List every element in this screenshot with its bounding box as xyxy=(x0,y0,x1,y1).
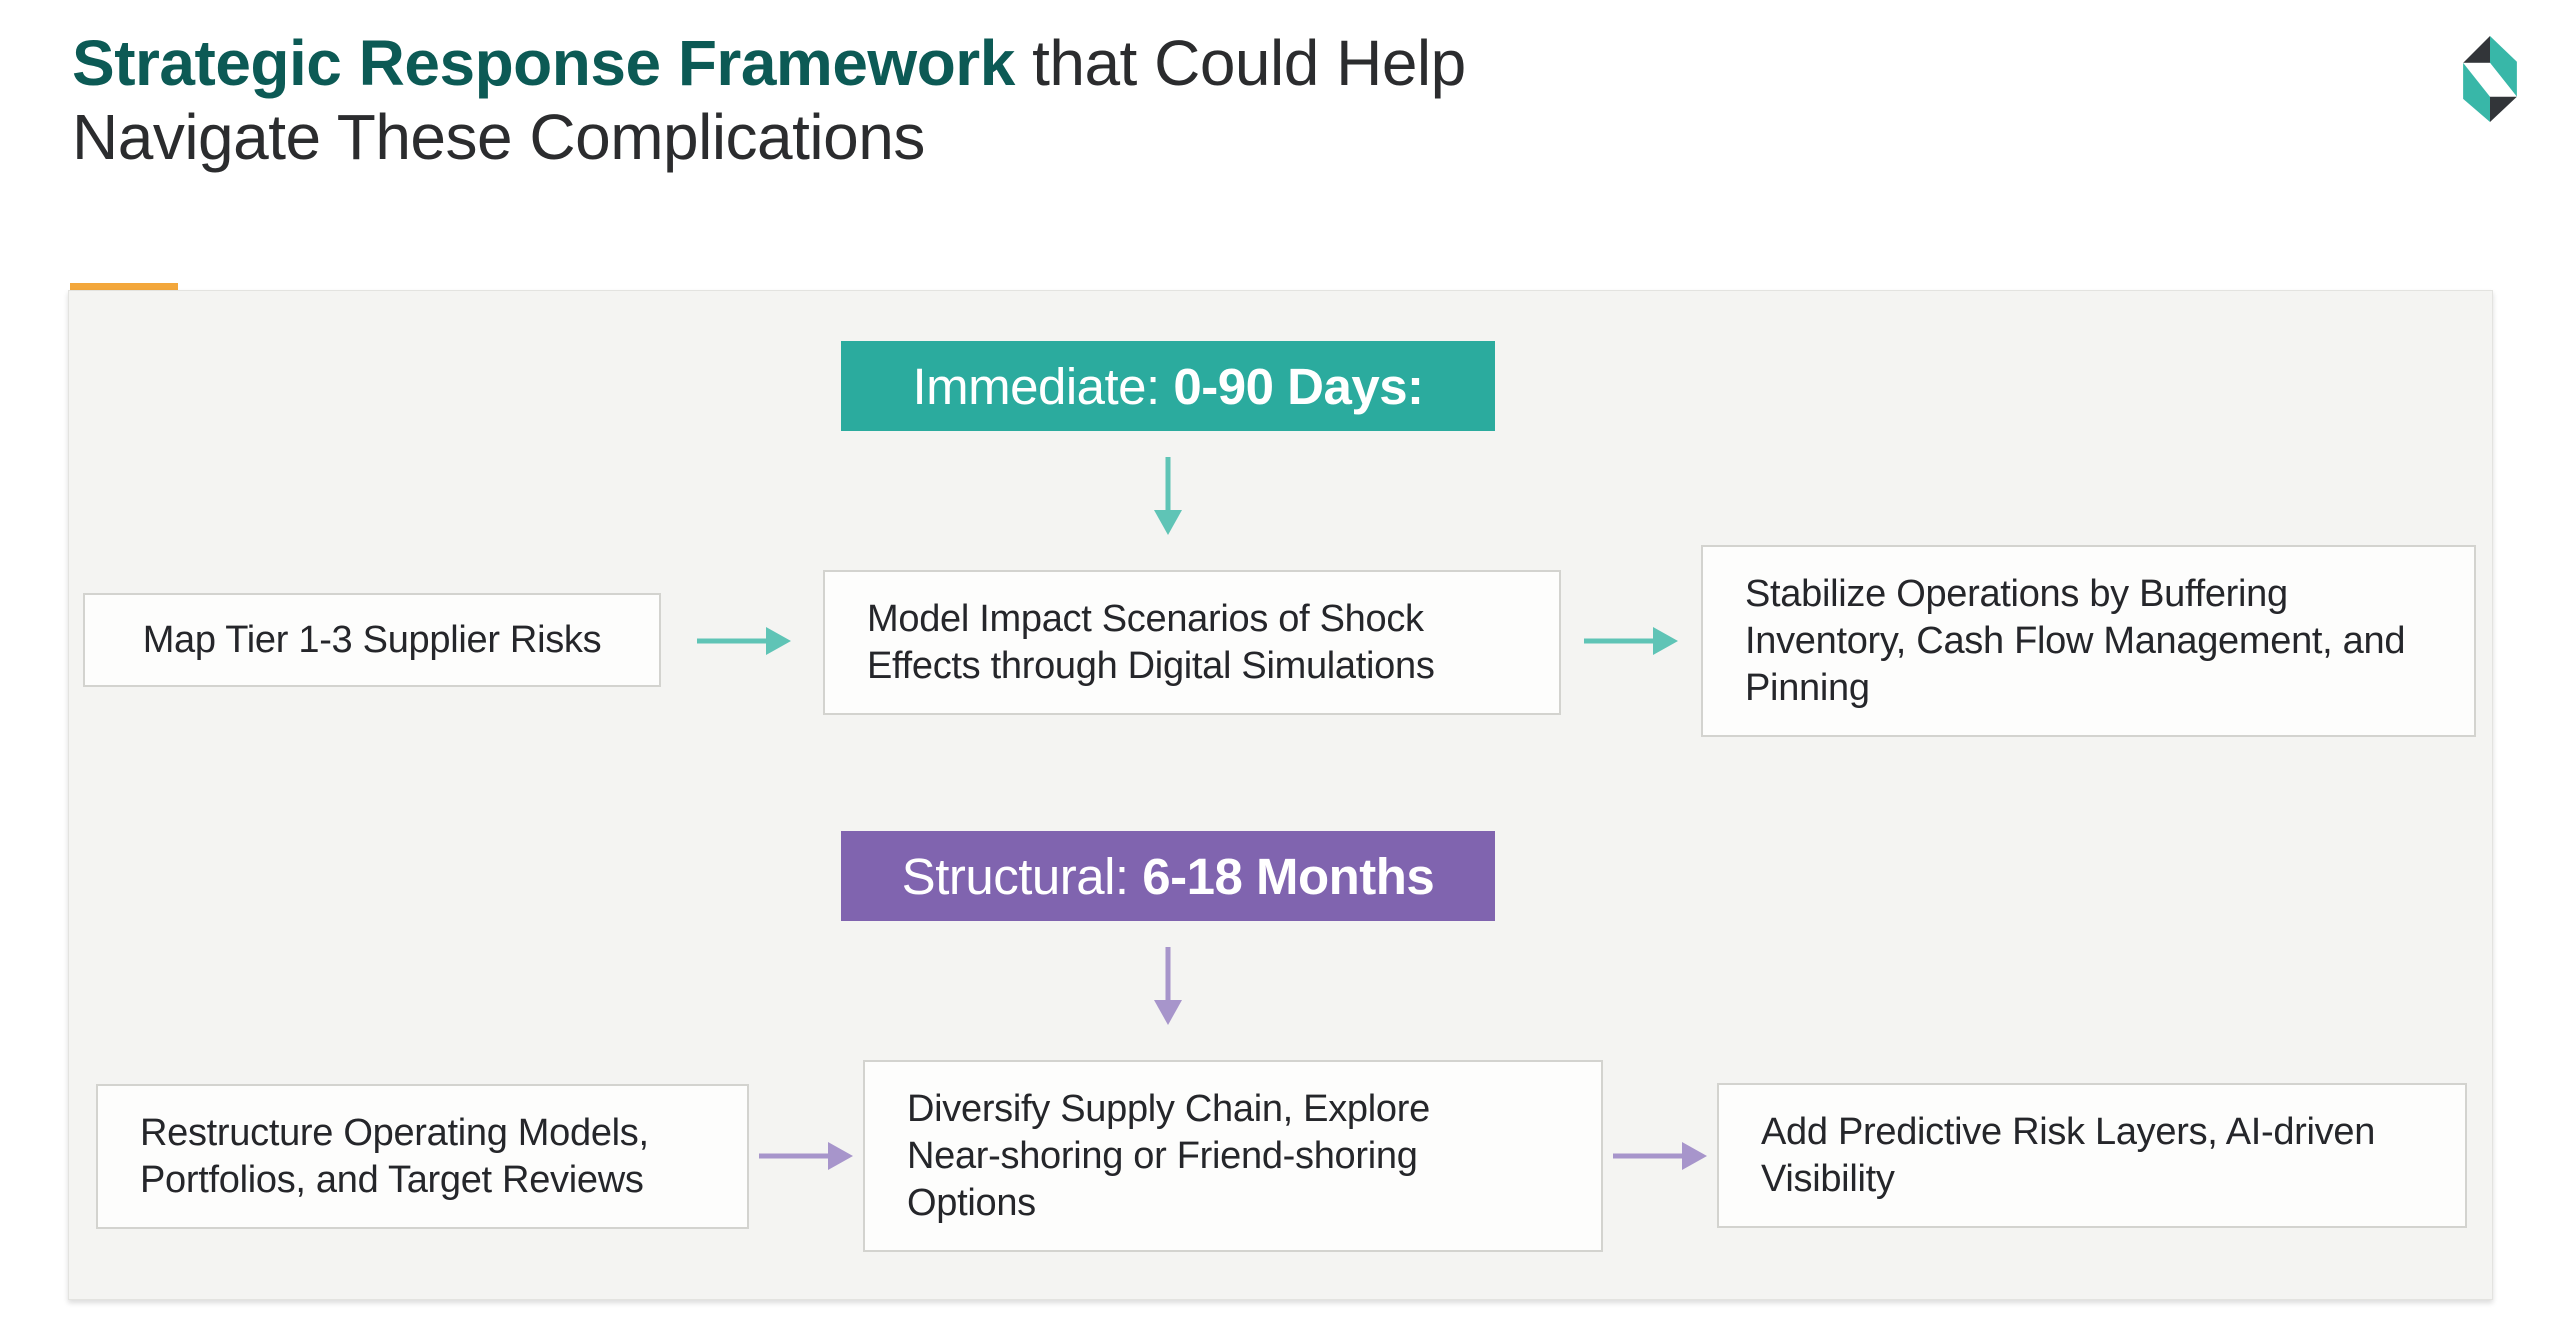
framework-panel: Immediate: 0-90 Days: Map Tier 1-3 Suppl… xyxy=(68,290,2493,1300)
page-title: Strategic Response Framework that Could … xyxy=(72,26,1972,174)
card-text-line: Options xyxy=(907,1181,1036,1224)
step-card-restructure-operating-models: Restructure Operating Models, Portfolios… xyxy=(96,1084,749,1229)
card-text-line: Stabilize Operations by Buffering xyxy=(1745,572,2288,615)
card-text-line: Effects through Digital Simulations xyxy=(867,644,1435,687)
card-text-line: Restructure Operating Models, xyxy=(140,1111,649,1154)
step-card-model-impact-scenarios: Model Impact Scenarios of Shock Effects … xyxy=(823,570,1561,715)
card-text-line: Visibility xyxy=(1761,1157,1895,1200)
card-text-line: Pinning xyxy=(1745,666,1870,709)
badge-prefix: Structural: xyxy=(901,847,1143,905)
arrow-right-icon xyxy=(1584,627,1678,655)
step-card-diversify-supply-chain: Diversify Supply Chain, Explore Near-sho… xyxy=(863,1060,1603,1252)
card-text-line: Near-shoring or Friend-shoring xyxy=(907,1134,1418,1177)
arrow-down-icon xyxy=(1154,947,1182,1025)
gem-logo-icon xyxy=(2463,36,2517,122)
title-emphasis: Strategic Response Framework xyxy=(72,27,1015,99)
title-tail: that Could Help xyxy=(1032,27,1466,99)
card-text-line: Add Predictive Risk Layers, AI-driven xyxy=(1761,1110,2376,1153)
immediate-phase-badge: Immediate: 0-90 Days: xyxy=(841,341,1495,431)
arrow-right-icon xyxy=(1613,1142,1707,1170)
arrow-down-icon xyxy=(1154,457,1182,535)
badge-prefix: Immediate: xyxy=(912,357,1174,415)
card-text-line: Model Impact Scenarios of Shock xyxy=(867,597,1424,640)
step-card-predictive-risk-layers: Add Predictive Risk Layers, AI-driven Vi… xyxy=(1717,1083,2467,1228)
card-text-line: Inventory, Cash Flow Management, and xyxy=(1745,619,2406,662)
card-text-line: Diversify Supply Chain, Explore xyxy=(907,1087,1430,1130)
title-line2: Navigate These Complications xyxy=(72,101,925,173)
step-card-stabilize-operations: Stabilize Operations by Buffering Invent… xyxy=(1701,545,2476,737)
arrow-right-icon xyxy=(759,1142,853,1170)
badge-range: 6-18 Months xyxy=(1142,847,1435,905)
arrow-right-icon xyxy=(697,627,791,655)
badge-range: 0-90 Days: xyxy=(1173,357,1424,415)
card-text-line: Map Tier 1-3 Supplier Risks xyxy=(142,618,602,661)
step-card-map-supplier-risks: Map Tier 1-3 Supplier Risks xyxy=(83,593,661,687)
structural-phase-badge: Structural: 6-18 Months xyxy=(841,831,1495,921)
card-text-line: Portfolios, and Target Reviews xyxy=(140,1158,644,1201)
